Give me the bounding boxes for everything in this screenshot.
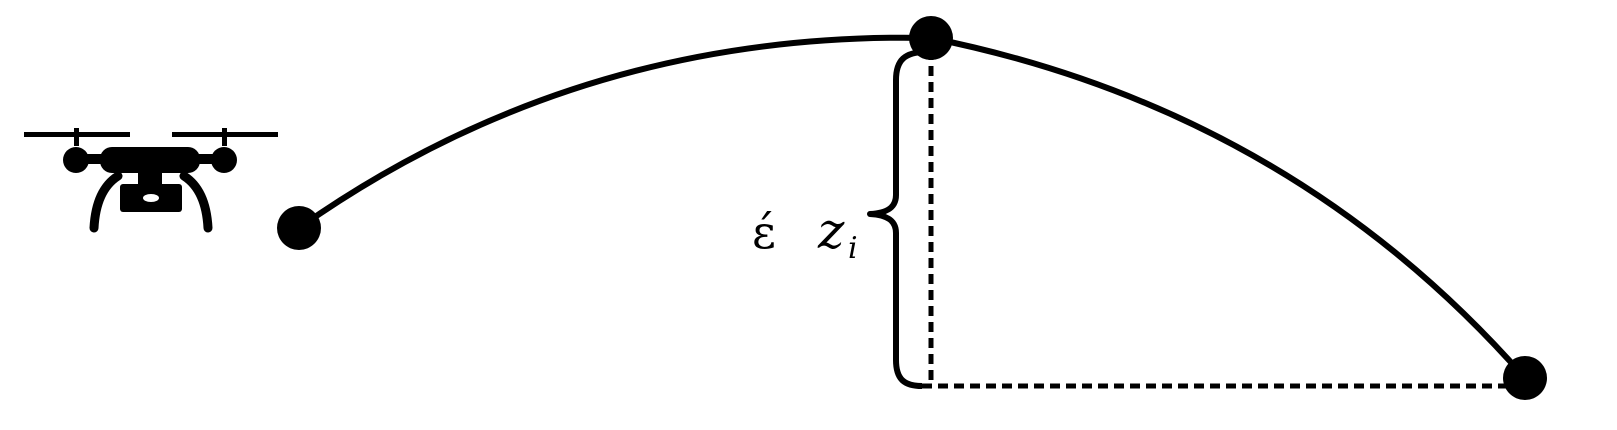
annotation-subscript: i [848,231,858,266]
left-landing-leg [89,171,123,233]
camera-lens [143,194,159,202]
waypoint-start [277,206,321,250]
right-landing-leg [179,171,213,233]
left-arm [76,154,116,164]
waypoint-end [1503,356,1547,400]
left-rotor-shaft [74,128,79,146]
waypoint-apex [909,16,953,60]
drone-body [100,147,200,173]
height-brace [867,49,927,389]
drone-icon [24,128,278,233]
right-arm [186,154,226,164]
right-rotor-shaft [222,128,227,146]
trajectory-arc-right [930,35,1528,380]
camera-mount [138,172,162,184]
trajectory-arc-left [297,34,932,231]
annotation-variable: z [817,202,845,260]
annotation-symbol: ɛ́ [752,205,776,259]
